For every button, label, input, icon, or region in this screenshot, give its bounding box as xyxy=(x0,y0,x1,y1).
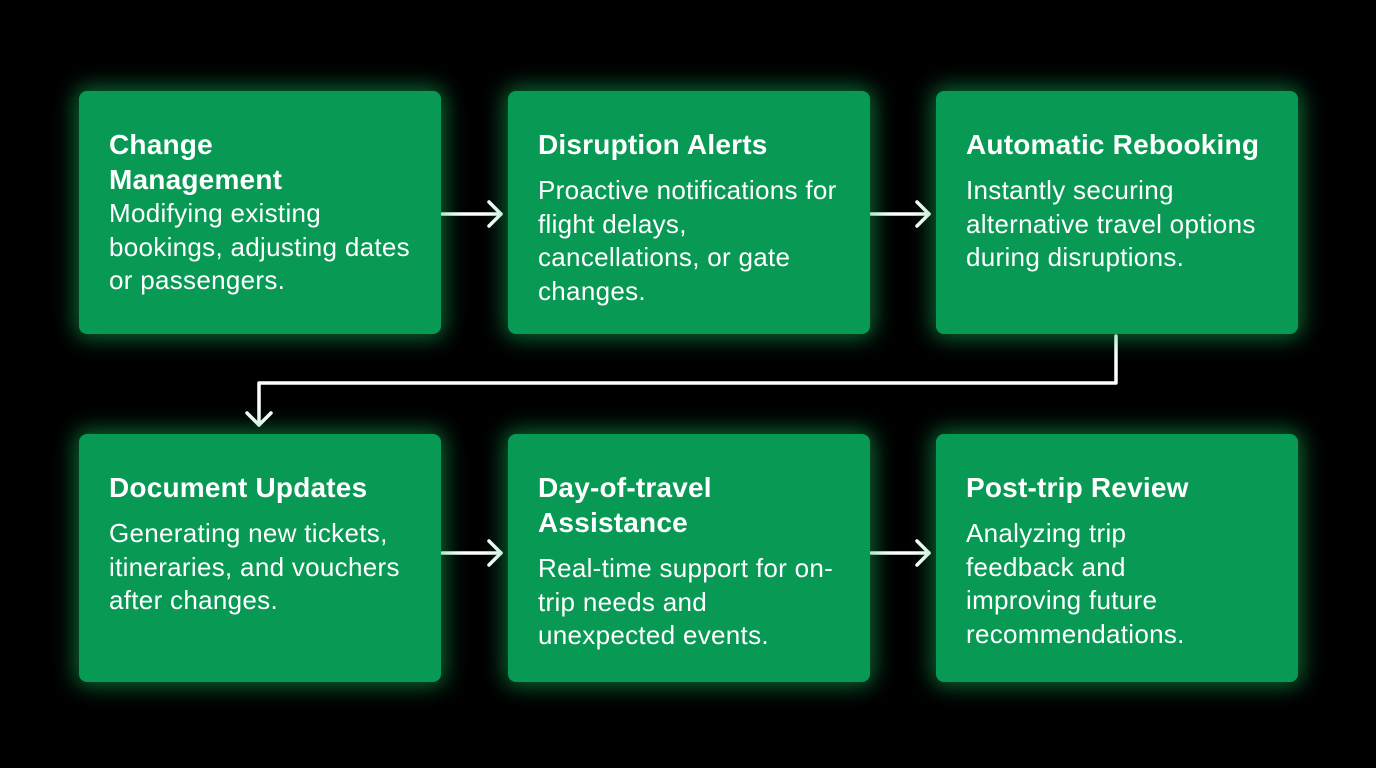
arrow-5-to-6 xyxy=(869,539,931,567)
arrow-4-to-5 xyxy=(440,539,503,567)
arrow-1-to-2 xyxy=(440,200,503,228)
step-card-document-updates: Document Updates Generating new tickets,… xyxy=(79,434,441,682)
step-description: Analyzing trip feedback and improving fu… xyxy=(966,518,1185,649)
step-card-disruption-alerts: Disruption Alerts Proactive notification… xyxy=(508,91,870,334)
step-description: Proactive notifications for flight delay… xyxy=(538,175,837,306)
step-description: Modifying existing bookings, adjusting d… xyxy=(109,198,410,295)
step-title: Automatic Rebooking xyxy=(966,129,1260,160)
step-title: Document Updates xyxy=(109,472,368,503)
arrow-3-to-4 xyxy=(245,334,1118,427)
step-title: Change Management xyxy=(109,129,283,195)
step-title: Day-of-travel Assistance xyxy=(538,472,712,538)
step-description: Real-time support for on-trip needs and … xyxy=(538,553,834,650)
step-title: Post-trip Review xyxy=(966,472,1189,503)
step-description: Instantly securing alternative travel op… xyxy=(966,175,1256,272)
step-description: Generating new tickets, itineraries, and… xyxy=(109,518,400,615)
step-card-change-management: Change Management Modifying existing boo… xyxy=(79,91,441,334)
step-title: Disruption Alerts xyxy=(538,129,768,160)
step-card-post-trip-review: Post-trip Review Analyzing trip feedback… xyxy=(936,434,1298,682)
step-card-automatic-rebooking: Automatic Rebooking Instantly securing a… xyxy=(936,91,1298,334)
step-card-day-of-travel-assistance: Day-of-travel Assistance Real-time suppo… xyxy=(508,434,870,682)
arrow-2-to-3 xyxy=(869,200,931,228)
